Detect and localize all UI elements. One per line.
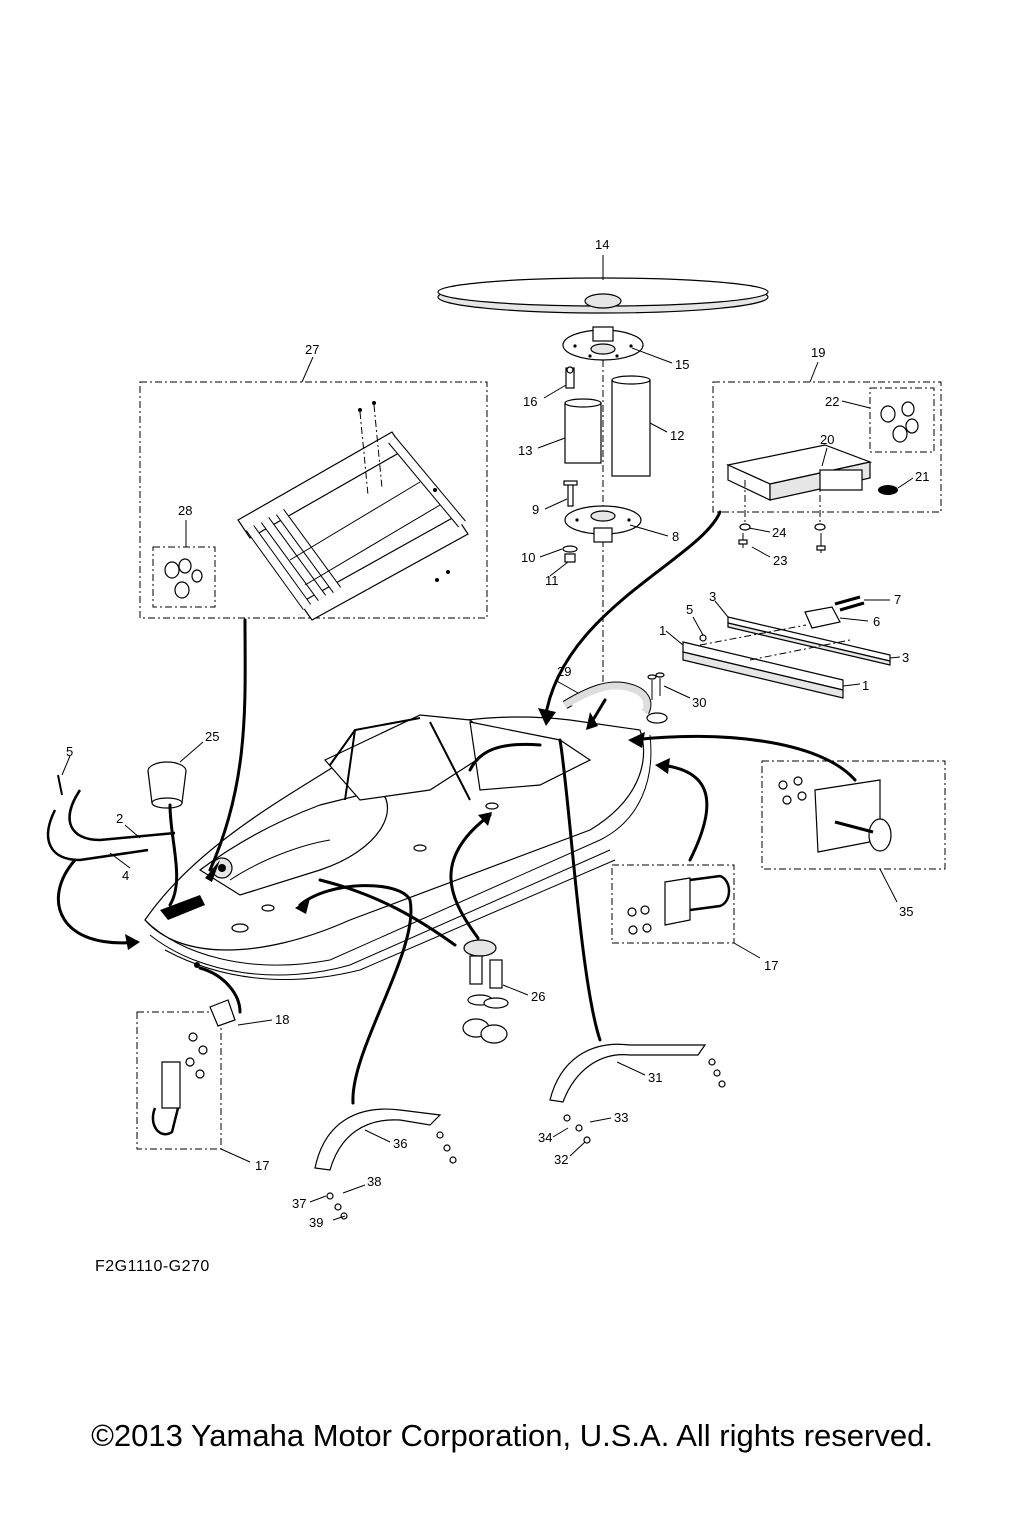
copyright-notice: ©2013 Yamaha Motor Corporation, U.S.A. A… bbox=[91, 1418, 933, 1453]
callout-3: 3 bbox=[902, 650, 909, 665]
washer-part-10 bbox=[562, 545, 578, 553]
callout-16: 16 bbox=[523, 394, 537, 409]
bracket-kit-box bbox=[712, 381, 942, 513]
callout-15: 15 bbox=[675, 357, 689, 372]
tie-down-kit-box-right bbox=[611, 864, 735, 944]
callout-17: 17 bbox=[764, 958, 778, 973]
ladder-hardware-part bbox=[164, 558, 203, 599]
tie-down-part-left bbox=[151, 1032, 208, 1136]
callout-37: 37 bbox=[292, 1196, 306, 1211]
callout-33: 33 bbox=[614, 1110, 628, 1125]
callout-13: 13 bbox=[518, 443, 532, 458]
callout-23: 23 bbox=[773, 553, 787, 568]
bolt-set-part bbox=[738, 480, 826, 553]
mounting-rails-part bbox=[682, 595, 891, 699]
callout-12: 12 bbox=[670, 428, 684, 443]
drawing-code: F2G1110-G270 bbox=[95, 1258, 210, 1275]
callout-17: 17 bbox=[255, 1158, 269, 1173]
callout-25: 25 bbox=[205, 729, 219, 744]
pivot-bracket-part bbox=[726, 444, 873, 501]
callout-36: 36 bbox=[393, 1136, 407, 1151]
bushing-part bbox=[880, 401, 919, 443]
callout-21: 21 bbox=[915, 469, 929, 484]
callout-35: 35 bbox=[899, 904, 913, 919]
callout-8: 8 bbox=[672, 529, 679, 544]
callout-34: 34 bbox=[538, 1130, 552, 1145]
callout-29: 29 bbox=[557, 664, 571, 679]
boarding-ladder-part bbox=[237, 401, 469, 621]
callout-1: 1 bbox=[659, 623, 666, 638]
rubber-plug-part bbox=[878, 485, 898, 495]
callout-2: 2 bbox=[116, 811, 123, 826]
screw-part-9 bbox=[563, 480, 578, 507]
lower-mount-base-part bbox=[564, 505, 642, 543]
leader-arrows bbox=[57, 510, 857, 1105]
callout-24: 24 bbox=[772, 525, 786, 540]
cylinder-part-12 bbox=[611, 375, 651, 477]
callout-31: 31 bbox=[648, 1070, 662, 1085]
callout-1: 1 bbox=[862, 678, 869, 693]
callout-4: 4 bbox=[122, 868, 129, 883]
cylinder-part-13 bbox=[564, 398, 602, 464]
callout-14: 14 bbox=[595, 237, 609, 252]
grab-handle-part-36 bbox=[314, 1108, 457, 1220]
canopy-disc-part bbox=[437, 277, 769, 314]
bushing-box bbox=[869, 387, 935, 453]
access-plate-box bbox=[761, 760, 946, 870]
callout-9: 9 bbox=[532, 502, 539, 517]
callout-5: 5 bbox=[66, 744, 73, 759]
callout-5: 5 bbox=[686, 602, 693, 617]
grab-handle-part-31 bbox=[549, 1043, 726, 1144]
drain-plug-part bbox=[462, 939, 509, 1044]
callout-30: 30 bbox=[692, 695, 706, 710]
callout-3: 3 bbox=[709, 589, 716, 604]
callout-labels: 1 1 2 3 3 4 5 5 6 7 8 9 10 11 12 13 14 1… bbox=[66, 237, 929, 1230]
callout-18: 18 bbox=[275, 1012, 289, 1027]
cup-holder-part bbox=[147, 761, 187, 809]
access-plate-part bbox=[778, 776, 892, 853]
tie-down-part-right bbox=[627, 874, 731, 935]
callout-39: 39 bbox=[309, 1215, 323, 1230]
callout-32: 32 bbox=[554, 1152, 568, 1167]
callout-6: 6 bbox=[873, 614, 880, 629]
callout-7: 7 bbox=[894, 592, 901, 607]
callout-22: 22 bbox=[825, 394, 839, 409]
callout-20: 20 bbox=[820, 432, 834, 447]
screw-pair-part bbox=[647, 672, 665, 700]
callout-26: 26 bbox=[531, 989, 545, 1004]
callout-38: 38 bbox=[367, 1174, 381, 1189]
boat-hull bbox=[144, 714, 652, 981]
ladder-hardware-box bbox=[152, 546, 216, 608]
callout-28: 28 bbox=[178, 503, 192, 518]
callout-27: 27 bbox=[305, 342, 319, 357]
nut-part-11 bbox=[564, 553, 576, 563]
callout-11: 11 bbox=[545, 573, 559, 588]
pin-part bbox=[565, 366, 575, 389]
callout-19: 19 bbox=[811, 345, 825, 360]
rub-rail-part bbox=[46, 774, 176, 862]
callout-10: 10 bbox=[521, 550, 535, 565]
upper-mount-base-part bbox=[562, 326, 644, 361]
tie-down-kit-box-left bbox=[136, 1011, 222, 1150]
bracket-clip-part bbox=[209, 999, 236, 1027]
